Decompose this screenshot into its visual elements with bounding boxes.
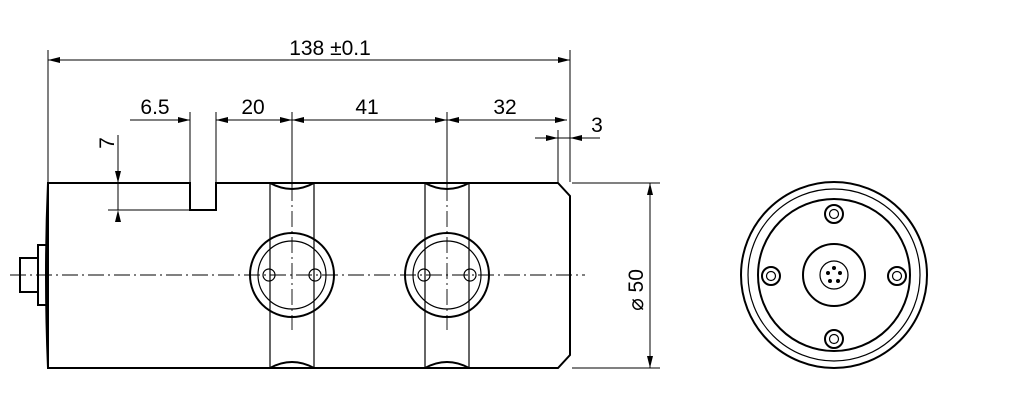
outer-rim — [740, 181, 928, 369]
connector-socket — [819, 260, 849, 290]
arrowhead — [558, 57, 570, 63]
overall-length-label: 138 ±0.1 — [289, 37, 371, 60]
arrowhead — [570, 135, 582, 141]
end-view — [740, 181, 928, 369]
arrowhead — [115, 171, 121, 183]
connector-boss — [802, 243, 866, 307]
connector-pin — [832, 266, 836, 270]
arrowhead — [435, 117, 447, 123]
cylinder-body-outline — [47, 182, 571, 369]
arrowhead — [447, 117, 459, 123]
chamfer-ring — [747, 188, 921, 362]
side-view — [10, 182, 585, 369]
arrowhead — [647, 183, 653, 195]
arrowhead — [115, 210, 121, 222]
bolt-bottom — [824, 329, 844, 349]
arrowhead — [178, 117, 190, 123]
arrowhead — [48, 57, 60, 63]
slot-width-label: 6.5 — [140, 96, 169, 119]
arrowhead — [647, 356, 653, 368]
end-plate — [757, 198, 911, 352]
arrowhead — [280, 117, 292, 123]
bolt-top — [824, 204, 844, 224]
diameter-label: ⌀ 50 — [625, 269, 648, 311]
dimensions: 138 ±0.1 6.5 20 41 32 3 7 — [47, 37, 660, 369]
connector-pin — [826, 271, 830, 275]
connector-pin — [828, 279, 832, 283]
groove-spacing-2-label: 41 — [355, 96, 378, 119]
connector-pin — [836, 279, 840, 283]
arrowhead — [292, 117, 304, 123]
connector-pin — [838, 271, 842, 275]
bolt-left — [761, 266, 781, 286]
bolt-right — [887, 266, 907, 286]
arrowhead — [546, 135, 558, 141]
groove-spacing-3-label: 32 — [493, 96, 516, 119]
groove-spacing-1-label: 20 — [241, 96, 264, 119]
slot-depth-label: 7 — [96, 137, 119, 149]
arrowhead — [555, 117, 567, 123]
chamfer-label: 3 — [591, 114, 603, 137]
